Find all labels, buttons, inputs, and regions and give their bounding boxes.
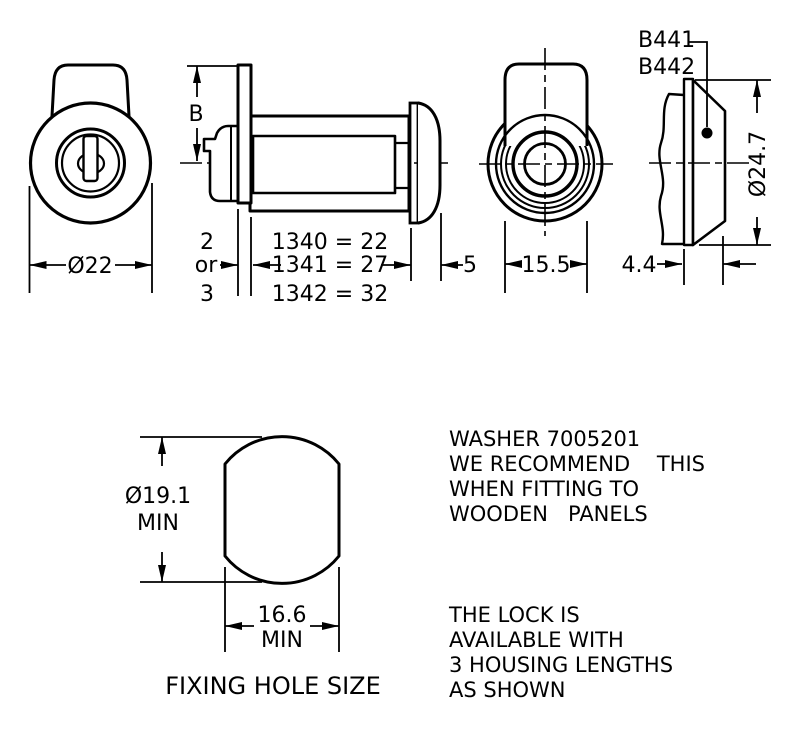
side-view: B 2 or 3 1340 = 22 1341 = 27 1342 = 32 5 bbox=[180, 63, 477, 307]
front-diameter-label: Ø22 bbox=[67, 254, 112, 279]
washer-diameter-label: Ø24.7 bbox=[746, 131, 771, 197]
washer-note-line-4: WOODEN PANELS bbox=[449, 502, 648, 526]
hole-width-label: 16.6 bbox=[258, 603, 307, 628]
part-number-leader-line bbox=[688, 41, 708, 127]
availability-note-line-1: THE LOCK IS bbox=[448, 603, 580, 627]
b-dim-label: B bbox=[188, 102, 203, 127]
availability-note-line-2: AVAILABLE WITH bbox=[449, 628, 624, 652]
availability-note: THE LOCK IS AVAILABLE WITH 3 HOUSING LEN… bbox=[448, 603, 673, 702]
washer-thickness-label: 4.4 bbox=[622, 253, 657, 278]
panel-break-outline bbox=[658, 92, 685, 246]
lock-face-inner-ring bbox=[60, 133, 121, 193]
cap-depth-label: 5 bbox=[463, 253, 477, 278]
washer-view: B441 B442 Ø24.7 4.4 bbox=[622, 28, 771, 285]
front-diameter-extension-lines bbox=[28, 183, 153, 293]
washer-note-line-2: WE RECOMMEND THIS bbox=[449, 452, 705, 476]
housing-length-line-2: 1341 = 27 bbox=[272, 253, 388, 278]
washer-note: WASHER 7005201 WE RECOMMEND THIS WHEN FI… bbox=[449, 427, 705, 526]
fixing-hole-caption: FIXING HOLE SIZE bbox=[165, 672, 381, 700]
rear-view: 15.5 bbox=[479, 48, 613, 293]
part-number-2: B442 bbox=[638, 55, 695, 80]
front-view: Ø22 bbox=[28, 63, 153, 293]
fixing-hole-view: Ø19.1 MIN 16.6 MIN FIXING HOLE SIZE bbox=[125, 435, 381, 700]
end-cap-dome bbox=[417, 101, 442, 225]
flange-thickness-line-3: 3 bbox=[200, 282, 214, 307]
hole-width-qualifier: MIN bbox=[261, 628, 303, 653]
flange-thickness-line-2: or bbox=[195, 253, 218, 278]
cam-tab-rear-outline bbox=[503, 62, 589, 146]
washer-note-line-3: WHEN FITTING TO bbox=[449, 477, 639, 501]
flange-thickness-line-1: 2 bbox=[200, 230, 214, 255]
fixing-hole-outline bbox=[223, 435, 341, 585]
cam-width-extension-lines bbox=[504, 221, 588, 293]
key-plug-profile bbox=[202, 124, 239, 203]
keyhole-slot bbox=[82, 134, 99, 183]
cylinder-core-outline bbox=[251, 134, 397, 195]
housing-length-line-3: 1342 = 32 bbox=[272, 282, 388, 307]
washer-flat-bar bbox=[682, 77, 695, 247]
availability-note-line-3: 3 HOUSING LENGTHS bbox=[449, 653, 673, 677]
washer-note-line-1: WASHER 7005201 bbox=[449, 427, 640, 451]
core-neck-lines bbox=[395, 141, 410, 190]
hole-diameter-label: Ø19.1 bbox=[125, 484, 191, 509]
lock-face-bezel-ring bbox=[55, 127, 126, 199]
cam-plate-side bbox=[236, 63, 253, 205]
cam-width-label: 15.5 bbox=[522, 253, 571, 278]
housing-length-line-1: 1340 = 22 bbox=[272, 230, 388, 255]
availability-note-line-4: AS SHOWN bbox=[449, 678, 566, 702]
hole-diameter-qualifier: MIN bbox=[137, 511, 179, 536]
side-extension-lines bbox=[237, 209, 442, 296]
hole-width-extension-lines bbox=[224, 567, 340, 652]
part-number-1: B441 bbox=[638, 28, 695, 53]
leader-dot bbox=[701, 127, 713, 139]
